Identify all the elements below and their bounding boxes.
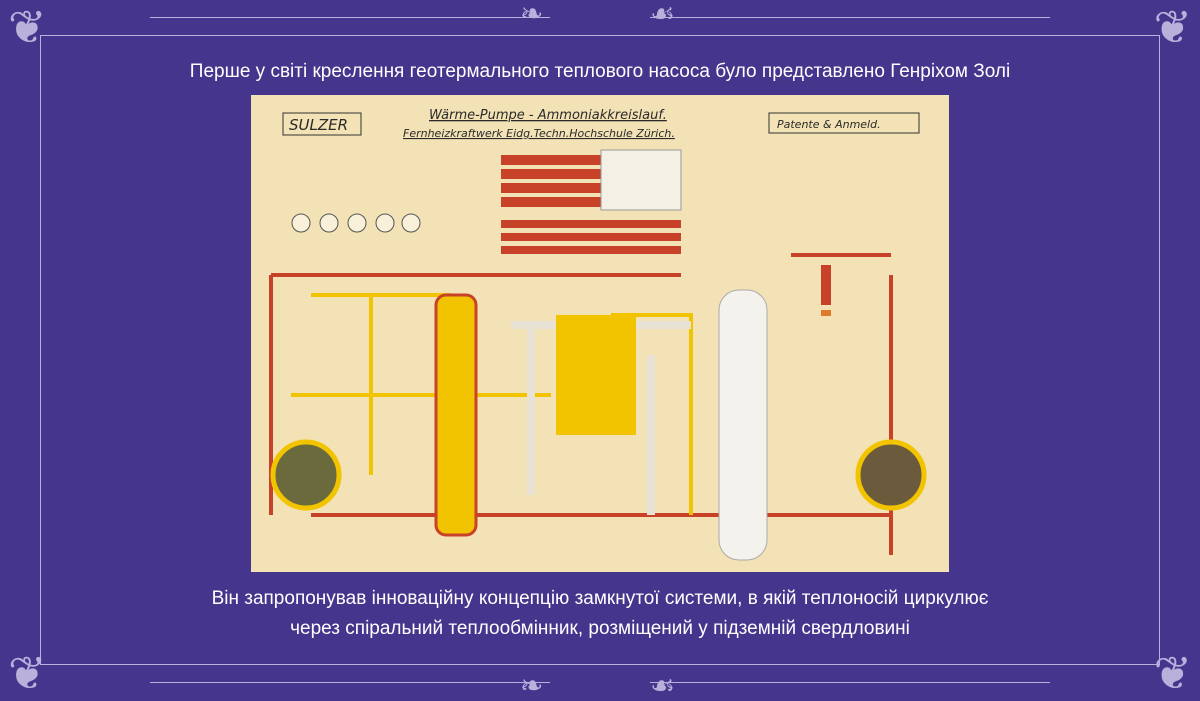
heat-pump-schematic-image: SULZER Wärme-Pumpe - Ammoniakkreislauf. … xyxy=(251,95,949,572)
slide-subtitle-line-1: Він запропонував інноваційну концепцію з… xyxy=(211,588,989,609)
frame-top-left-line xyxy=(150,17,550,18)
corner-ornament-icon: ❦ xyxy=(8,1,47,53)
flourish-icon: ❧ xyxy=(520,670,544,701)
frame-bottom-left-line xyxy=(150,682,550,683)
slide-title: Перше у світі креслення геотермального т… xyxy=(189,61,1011,82)
frame-bottom-right-line xyxy=(650,682,1050,683)
slide-subtitle-line-2: через спіральний теплообмінник, розміщен… xyxy=(290,618,910,639)
frame-top-right-line xyxy=(650,17,1050,18)
flourish-icon: ❧ xyxy=(520,0,544,29)
flourish-icon: ☙ xyxy=(650,0,676,29)
corner-ornament-icon: ❦ xyxy=(8,647,47,699)
drawing-heading: Wärme-Pumpe - Ammoniakkreislauf. xyxy=(429,108,667,123)
drawing-patent: Patente & Anmeld. xyxy=(777,118,881,131)
flourish-icon: ☙ xyxy=(650,670,676,701)
corner-ornament-icon: ❦ xyxy=(1153,647,1192,699)
corner-ornament-icon: ❦ xyxy=(1153,1,1192,53)
drawing-brand: SULZER xyxy=(289,116,348,134)
drawing-subheading: Fernheizkraftwerk Eidg.Techn.Hochschule … xyxy=(403,127,675,140)
frame-inner-border xyxy=(40,35,1160,665)
